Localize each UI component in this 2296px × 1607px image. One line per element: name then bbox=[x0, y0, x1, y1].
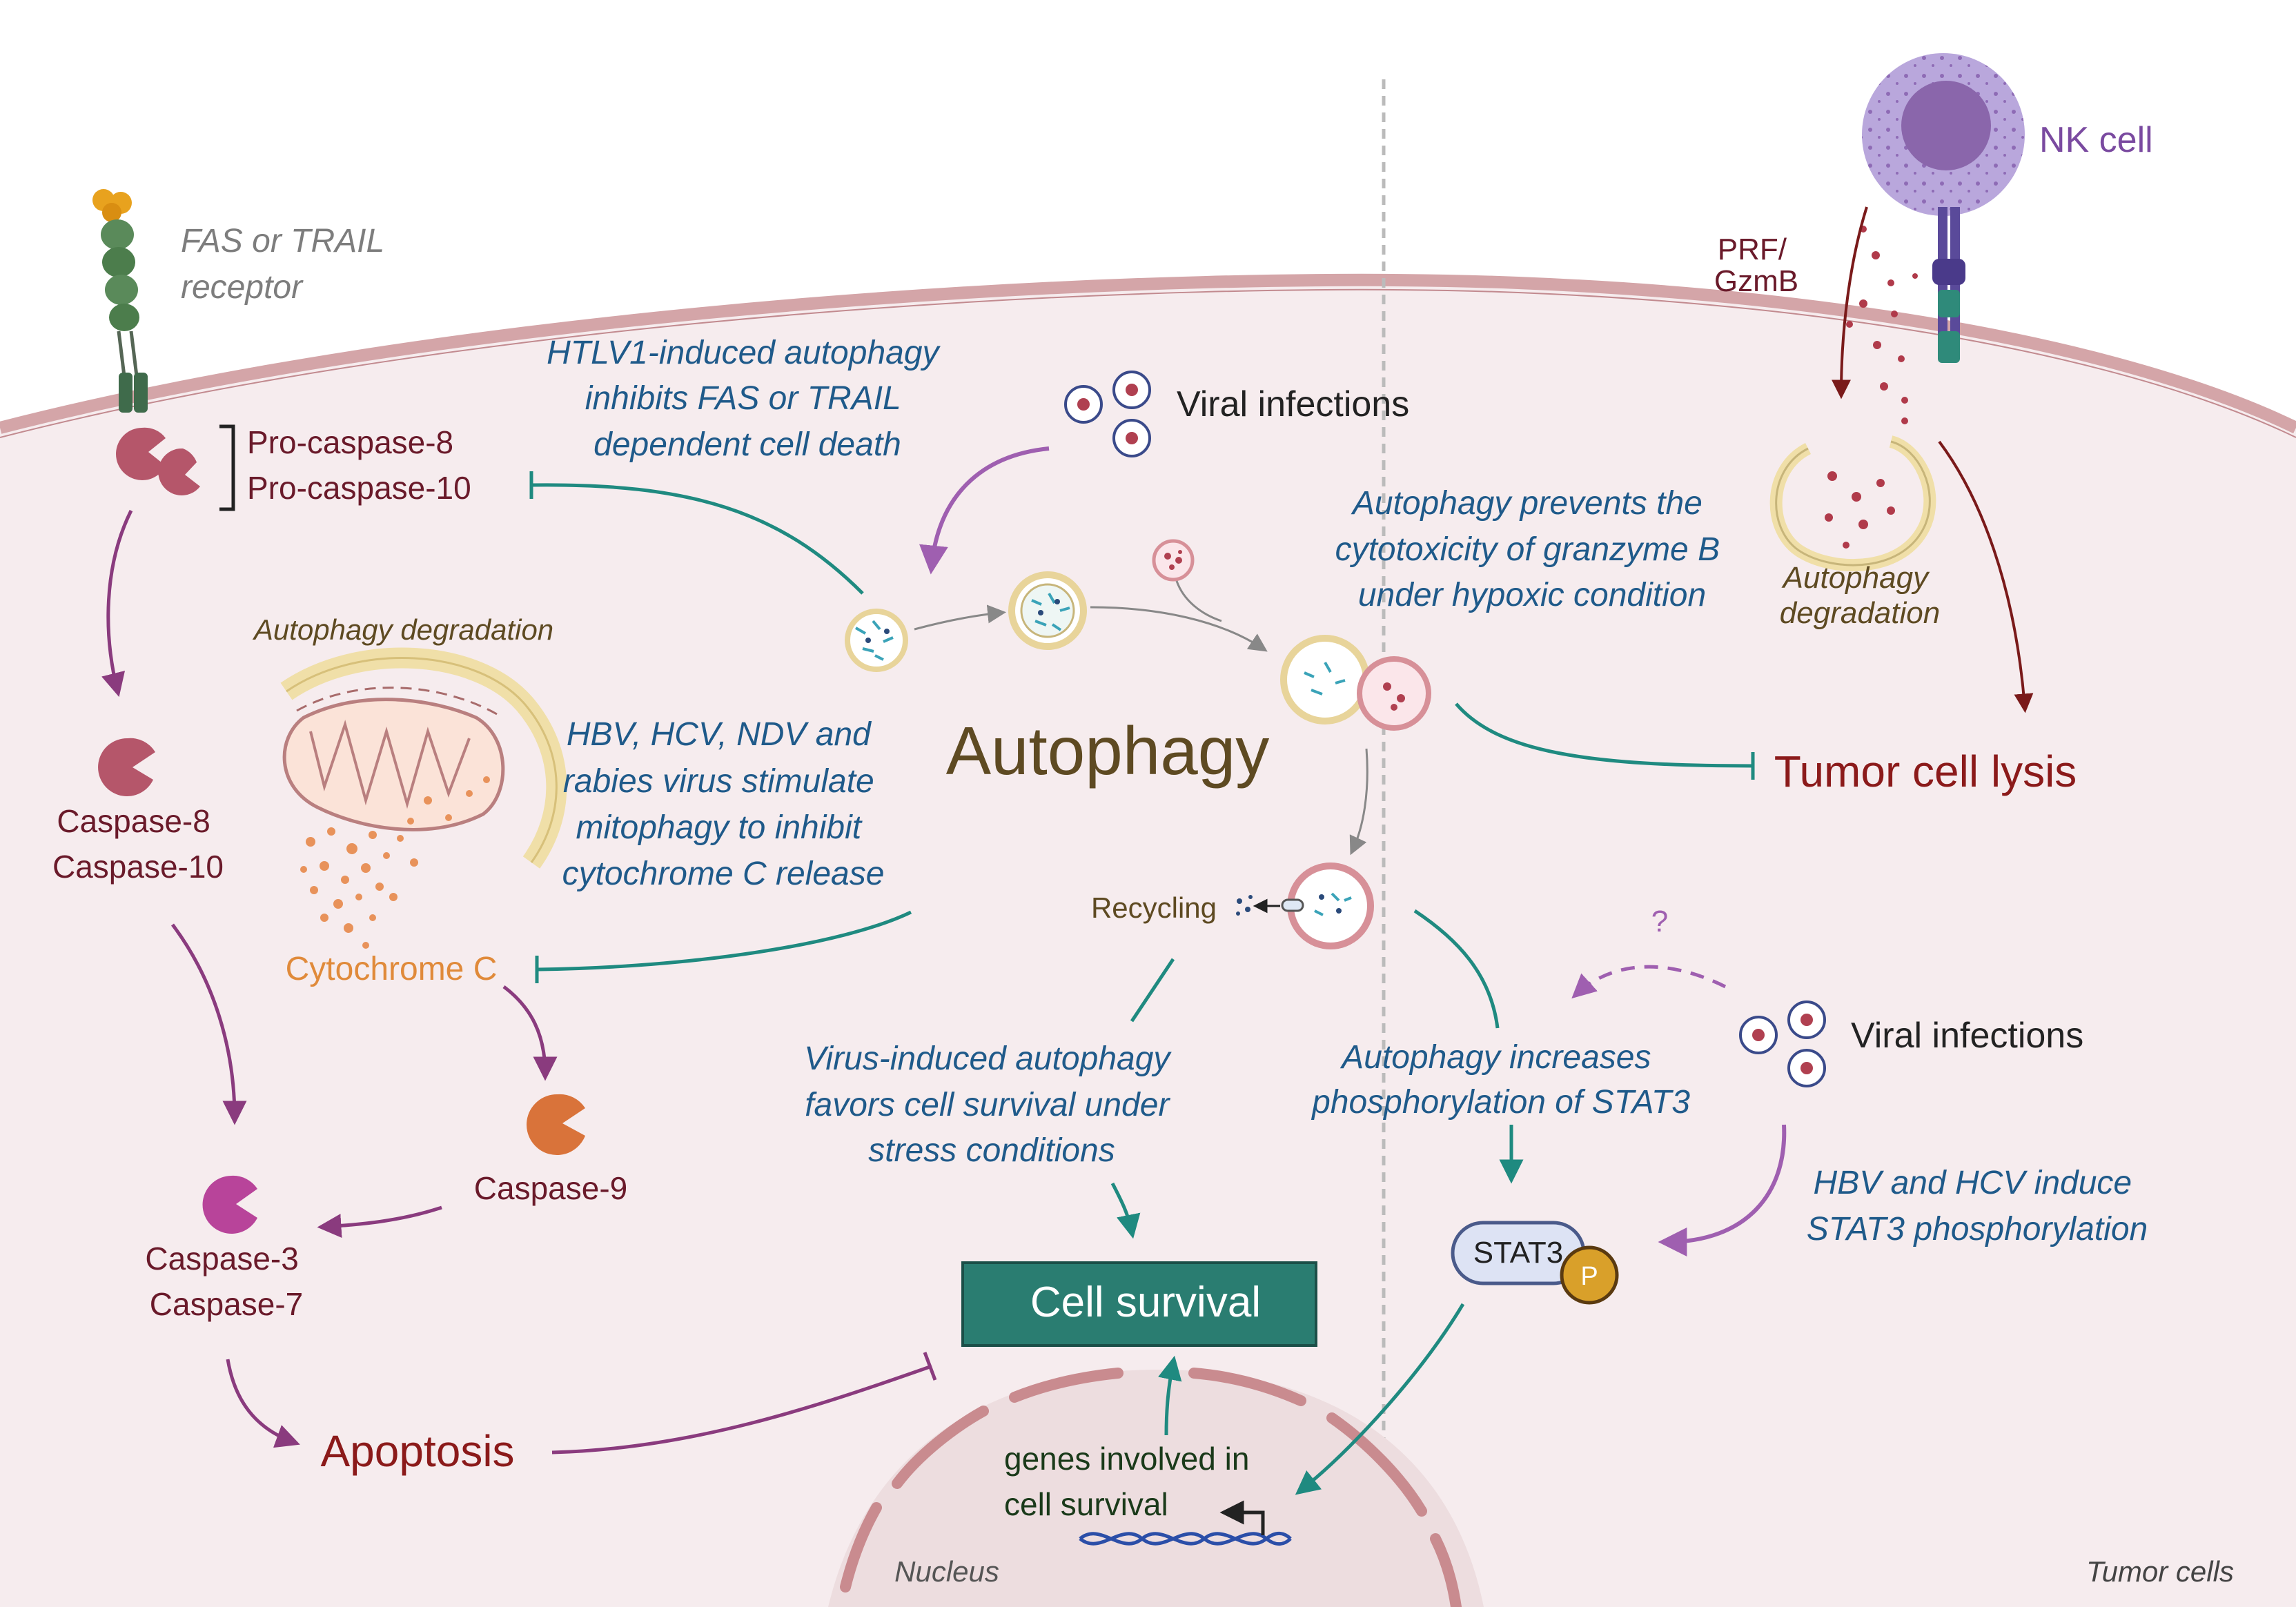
perforin-granzyme-particles bbox=[1846, 226, 1918, 424]
phagophore-icon bbox=[845, 609, 908, 672]
cytochrome-c-particles bbox=[300, 776, 490, 949]
autophagy-title: Autophagy bbox=[946, 713, 1270, 789]
apoptosis-label: Apoptosis bbox=[320, 1426, 514, 1476]
inhibit-htlv1-to-procaspase bbox=[531, 483, 864, 595]
genes-note: genes involved in cell survival bbox=[1004, 1441, 1258, 1522]
cell-membrane-inner-line bbox=[0, 288, 2296, 438]
arrow-cytochrome-to-caspase9 bbox=[502, 985, 558, 1081]
nk-cell-icon bbox=[1862, 53, 2025, 363]
caspase-9-label: Caspase-9 bbox=[474, 1170, 627, 1206]
autophagy-degradation-nk-label: Autophagy degradation bbox=[1780, 561, 1940, 630]
tumor-cells-label: Tumor cells bbox=[2086, 1555, 2234, 1588]
pro-caspase-bracket bbox=[219, 424, 235, 511]
arrow-genes-to-survival bbox=[1158, 1355, 1182, 1436]
cell-survival-label: Cell survival bbox=[1030, 1279, 1261, 1326]
phospho-label: P bbox=[1580, 1262, 1598, 1291]
mitochondrion-icon bbox=[280, 647, 567, 869]
caspase-3-7-icon bbox=[202, 1175, 257, 1234]
arrow-caspase3-to-apoptosis bbox=[226, 1359, 300, 1448]
inhibit-mitophagy-to-cytochrome bbox=[538, 910, 912, 972]
prf-gzmb-label: PRF/ GzmB bbox=[1714, 233, 1798, 298]
lysosome-icon bbox=[1152, 539, 1195, 582]
viral-infections-right-label: Viral infections bbox=[1851, 1016, 2083, 1056]
autophagy-degradation-mito-label: Autophagy degradation bbox=[252, 613, 553, 646]
caspase-3-7-label: Caspase-3 Caspase-7 bbox=[145, 1241, 307, 1322]
fas-trail-receptor-icon bbox=[92, 189, 148, 413]
nucleus-label: Nucleus bbox=[894, 1555, 999, 1588]
question-mark: ? bbox=[1651, 905, 1668, 938]
autophagosome-icon bbox=[1008, 571, 1087, 650]
caspase-8-10-label: Caspase-8 Caspase-10 bbox=[52, 803, 224, 885]
arrow-survival-note-to-box bbox=[1110, 1182, 1141, 1239]
cell-survival-box bbox=[961, 1261, 1317, 1347]
arrow-fusion-to-recycling bbox=[1349, 748, 1368, 856]
mitophagy-note: HBV, HCV, NDV and rabies virus stimulate… bbox=[562, 716, 885, 892]
hbv-hcv-stat3-note: HBV and HCV induce STAT3 phosphorylation bbox=[1807, 1165, 2148, 1248]
nuclear-envelope bbox=[840, 1368, 1462, 1607]
transcription-start-arrow bbox=[1219, 1500, 1265, 1535]
stat3-phos-note: Autophagy increases phosphorylation of S… bbox=[1311, 1039, 1690, 1121]
arrow-hbv-hcv-to-stat3 bbox=[1658, 1124, 1787, 1256]
caspase-8-10-icon bbox=[98, 738, 155, 796]
arrow-autophagy-to-survival-note bbox=[1130, 958, 1175, 1023]
dna-helix-icon bbox=[1079, 1532, 1292, 1546]
recycling-label: Recycling bbox=[1091, 891, 1217, 924]
tumor-cell-lysis-label: Tumor cell lysis bbox=[1774, 747, 2077, 796]
procaspase-label: Pro-caspase-8 Pro-caspase-10 bbox=[247, 424, 471, 506]
arrow-caspase9-to-caspase3 bbox=[317, 1205, 442, 1239]
virus-survival-note: Virus-induced autophagy favors cell surv… bbox=[804, 1041, 1179, 1169]
arrow-procaspase-to-caspase8 bbox=[101, 509, 133, 698]
arrow-stat3-to-genes bbox=[1295, 1303, 1465, 1495]
dashed-arrow-virus-to-stat3-note bbox=[1571, 965, 1727, 999]
receptor-label: FAS or TRAIL receptor bbox=[181, 223, 393, 306]
htlv1-note: HTLV1-induced autophagy inhibits FAS or … bbox=[547, 335, 948, 463]
virus-spikes bbox=[1077, 384, 1813, 1074]
arrow-caspase8-to-caspase3 bbox=[170, 923, 247, 1125]
arrow-autophagosome-to-fusion bbox=[1090, 606, 1268, 652]
stat3-label: STAT3 bbox=[1473, 1236, 1563, 1270]
inhibit-bar-survival bbox=[923, 1352, 937, 1381]
viral-infections-top-label: Viral infections bbox=[1177, 384, 1409, 424]
nk-cell-label: NK cell bbox=[2039, 120, 2153, 160]
arrow-virus-to-phagophore bbox=[919, 446, 1050, 575]
caspase-9-icon bbox=[527, 1094, 585, 1155]
arrow-phagophore-to-autophagosome bbox=[914, 604, 1007, 631]
granzyme-note: Autophagy prevents the cytotoxicity of g… bbox=[1335, 485, 1729, 613]
cell-cytoplasm bbox=[0, 279, 2296, 1607]
arrow-lysosome-to-fusion bbox=[1175, 580, 1222, 622]
recycled-molecules-icon bbox=[1236, 895, 1253, 916]
phospho-badge bbox=[1560, 1245, 1619, 1305]
autolysosome-fusion-icon bbox=[1280, 635, 1431, 731]
inhibit-apoptosis-to-survival bbox=[551, 1364, 932, 1455]
arrow-prf-gzmb-to-autophagosome bbox=[1832, 206, 1868, 400]
arrow-autophagy-to-stat3-note bbox=[1413, 909, 1500, 1029]
inhibit-autophagy-to-lysis bbox=[1455, 702, 1754, 768]
nucleus-interior bbox=[828, 1370, 1484, 1607]
cytochrome-c-label: Cytochrome C bbox=[286, 951, 498, 987]
recycling-vesicle-icon bbox=[1281, 862, 1374, 949]
nk-autophagosome-icon bbox=[1769, 435, 1936, 571]
pro-caspase-icon bbox=[116, 427, 200, 495]
arrow-nk-to-lysis bbox=[1938, 440, 2034, 713]
cell-membrane bbox=[0, 273, 2296, 434]
